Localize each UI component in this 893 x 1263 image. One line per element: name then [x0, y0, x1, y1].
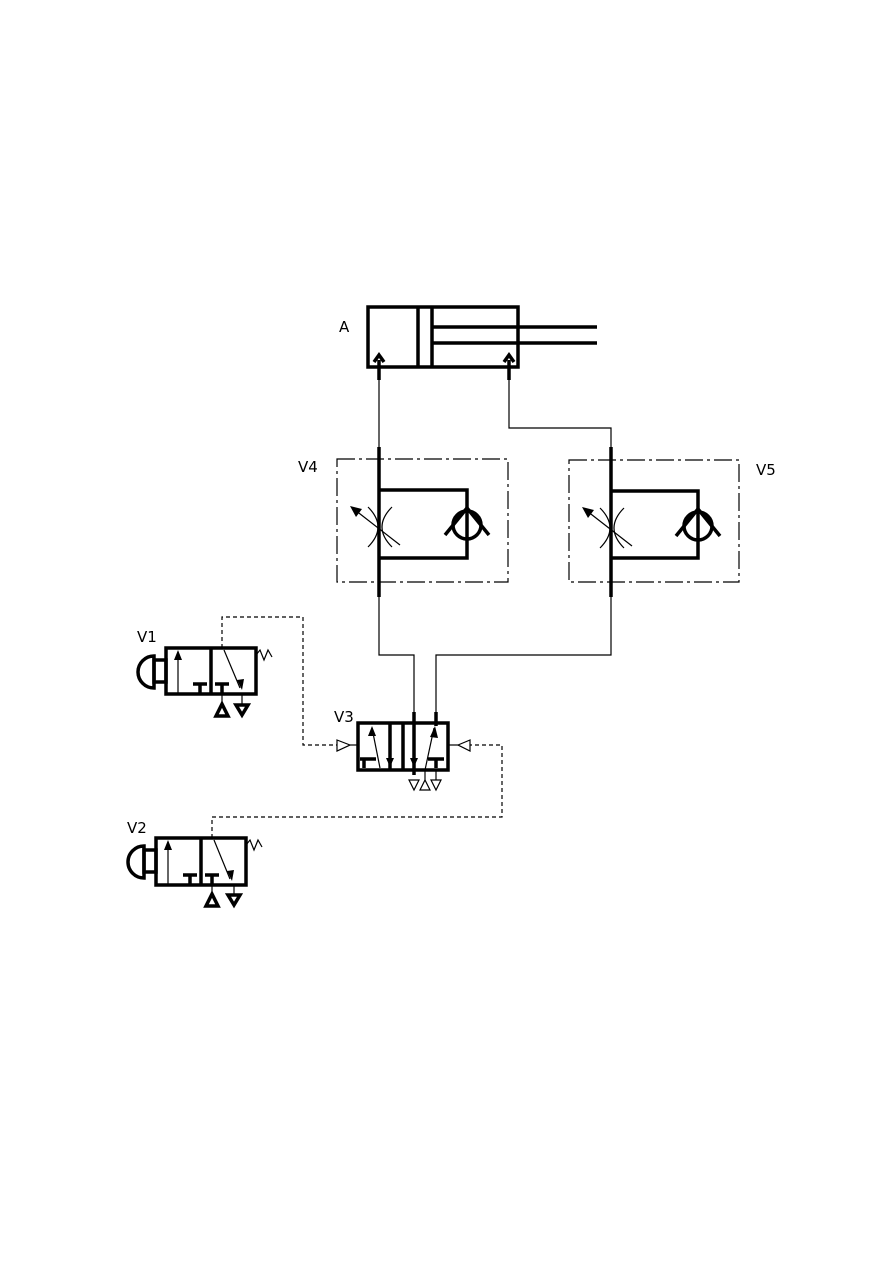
push-button-valve-v1: V1	[136, 628, 273, 719]
pilot-valve-v3: V3	[334, 708, 471, 792]
v1-label: V1	[137, 628, 157, 646]
air-lines	[378, 380, 612, 715]
v4-label: V4	[298, 458, 318, 476]
flow-control-valve-v4: V4	[298, 447, 509, 597]
cylinder-label: A	[339, 318, 350, 336]
flow-control-valve-v5: V5	[568, 447, 776, 597]
push-button-valve-v2: V2	[126, 819, 263, 909]
cylinder-a: A	[339, 305, 597, 380]
v2-label: V2	[127, 819, 147, 837]
v3-label: V3	[334, 708, 354, 726]
pilot-lines	[211, 616, 503, 838]
v5-label: V5	[756, 461, 776, 479]
